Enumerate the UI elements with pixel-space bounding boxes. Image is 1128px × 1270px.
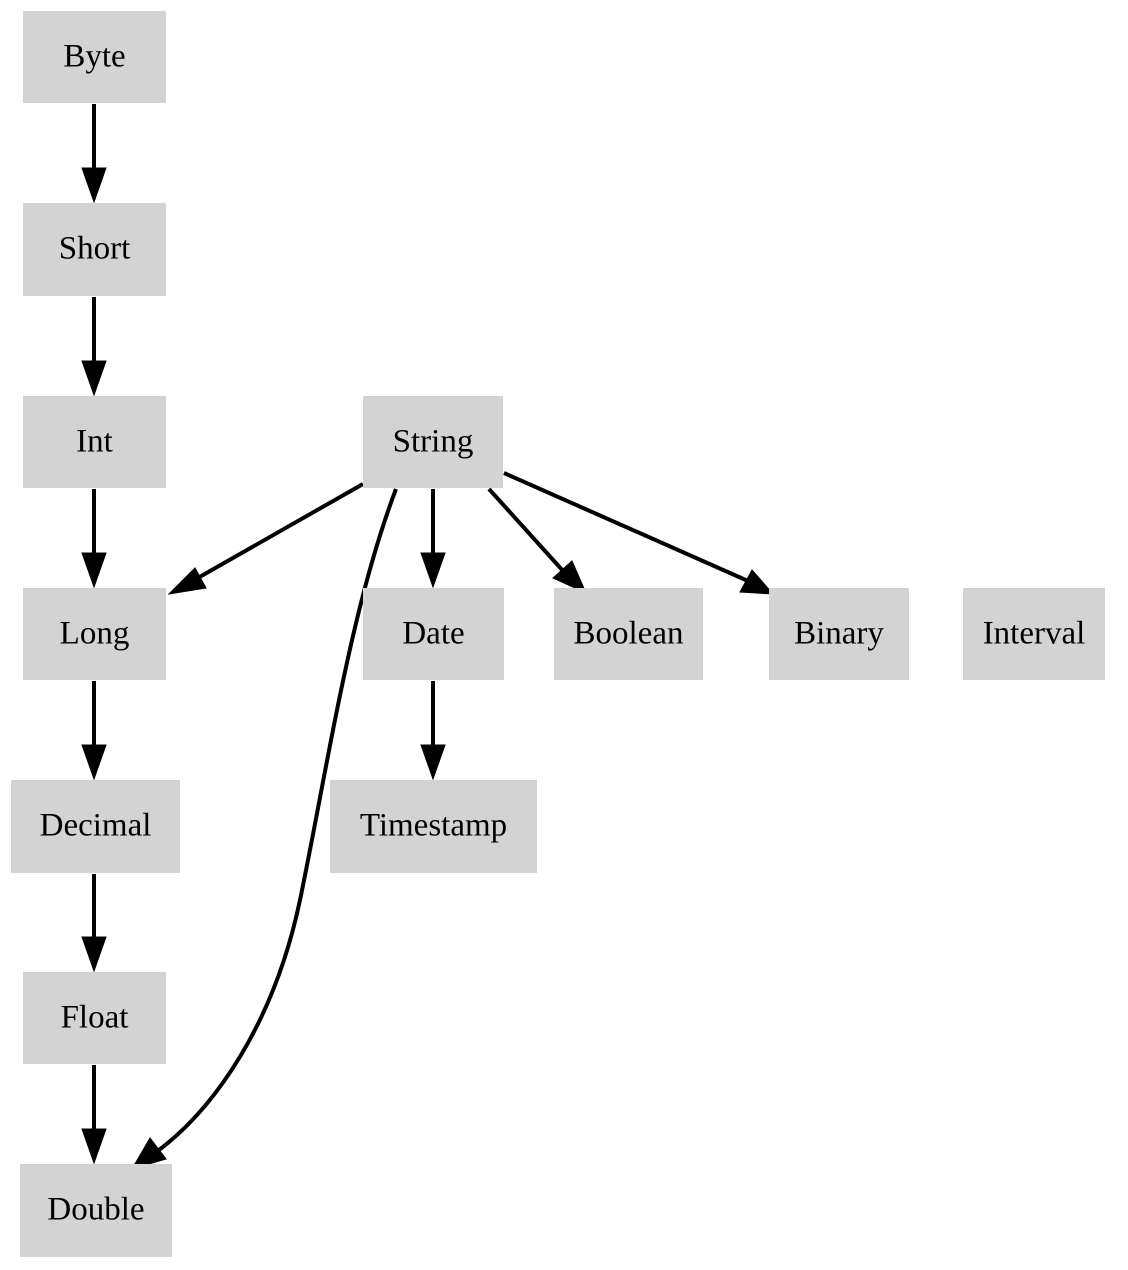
- node-rect: [23, 11, 166, 103]
- arrowhead-icon: [552, 560, 587, 594]
- edge-float-double[interactable]: [81, 1065, 107, 1165]
- arrowhead-icon: [81, 360, 107, 397]
- node-rect: [20, 1164, 172, 1257]
- edge-decimal-float[interactable]: [81, 874, 107, 973]
- node-timestamp[interactable]: Timestamp: [330, 780, 537, 873]
- edge-curve: [153, 488, 398, 1155]
- node-int[interactable]: Int: [23, 396, 166, 488]
- node-rect: [330, 780, 537, 873]
- edge-int-long[interactable]: [81, 489, 107, 589]
- node-rect: [11, 780, 180, 873]
- edge-short-int[interactable]: [81, 297, 107, 397]
- node-date[interactable]: Date: [363, 588, 504, 680]
- node-string[interactable]: String: [363, 396, 503, 488]
- node-rect: [963, 588, 1105, 680]
- node-boolean[interactable]: Boolean: [554, 588, 703, 680]
- node-rect: [23, 588, 166, 680]
- edges-layer: [81, 104, 775, 1170]
- arrowhead-icon: [739, 569, 775, 595]
- edge-date-timestamp[interactable]: [420, 681, 446, 781]
- node-rect: [23, 972, 166, 1064]
- node-rect: [23, 396, 166, 488]
- edge-line: [195, 482, 364, 581]
- node-float[interactable]: Float: [23, 972, 166, 1064]
- edge-string-long[interactable]: [167, 482, 364, 595]
- edge-string-date[interactable]: [420, 489, 446, 589]
- arrowhead-icon: [81, 744, 107, 781]
- node-interval[interactable]: Interval: [963, 588, 1105, 680]
- node-rect: [363, 588, 504, 680]
- arrowhead-icon: [81, 936, 107, 973]
- arrowhead-icon: [81, 1128, 107, 1165]
- node-rect: [554, 588, 703, 680]
- node-short[interactable]: Short: [23, 203, 166, 296]
- arrowhead-icon: [167, 567, 207, 595]
- edge-byte-short[interactable]: [81, 104, 107, 204]
- node-long[interactable]: Long: [23, 588, 166, 680]
- edge-line: [503, 471, 749, 583]
- node-double[interactable]: Double: [20, 1164, 172, 1257]
- edge-string-boolean[interactable]: [487, 487, 587, 594]
- nodes-layer: Byte Short Int Long Decimal Float: [11, 11, 1105, 1257]
- edge-long-decimal[interactable]: [81, 681, 107, 781]
- arrowhead-icon: [81, 552, 107, 589]
- arrowhead-icon: [420, 744, 446, 781]
- node-decimal[interactable]: Decimal: [11, 780, 180, 873]
- node-rect: [363, 396, 503, 488]
- node-rect: [769, 588, 909, 680]
- edge-string-binary[interactable]: [503, 471, 775, 595]
- node-byte[interactable]: Byte: [23, 11, 166, 103]
- edge-line: [487, 487, 566, 574]
- arrowhead-icon: [420, 552, 446, 589]
- node-binary[interactable]: Binary: [769, 588, 909, 680]
- node-rect: [23, 203, 166, 296]
- arrowhead-icon: [81, 167, 107, 204]
